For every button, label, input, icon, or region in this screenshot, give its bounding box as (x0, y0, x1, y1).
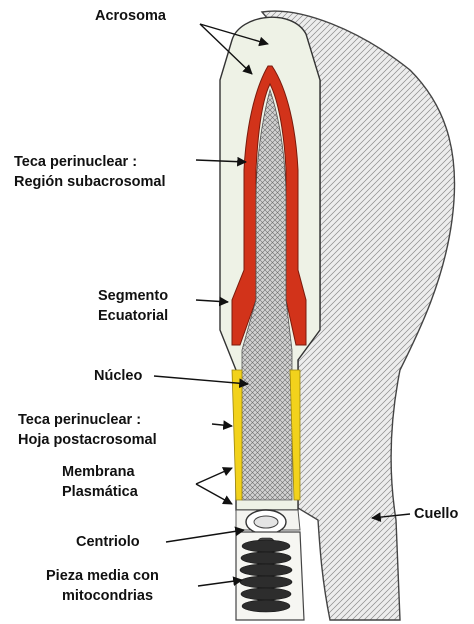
label-teca-postacrosomal-2: Hoja postacrosomal (18, 432, 157, 448)
label-centriolo: Centriolo (76, 534, 140, 550)
postacrosomal-left (232, 370, 242, 500)
label-pieza-2: mitocondrias (62, 588, 153, 604)
label-teca-postacrosomal-1: Teca perinuclear : (18, 412, 141, 428)
label-teca-subacrosomal-1: Teca perinuclear : (14, 154, 137, 170)
label-membrana-1: Membrana (62, 464, 135, 480)
label-membrana-2: Plasmática (62, 484, 139, 500)
label-pieza-1: Pieza media con (46, 568, 159, 584)
label-segmento-1: Segmento (98, 288, 168, 304)
label-nucleo: Núcleo (94, 368, 142, 384)
label-acrosoma: Acrosoma (95, 8, 167, 24)
label-cuello: Cuello (414, 506, 458, 522)
label-teca-subacrosomal-2: Región subacrosomal (14, 174, 165, 190)
label-segmento-2: Ecuatorial (98, 308, 168, 324)
